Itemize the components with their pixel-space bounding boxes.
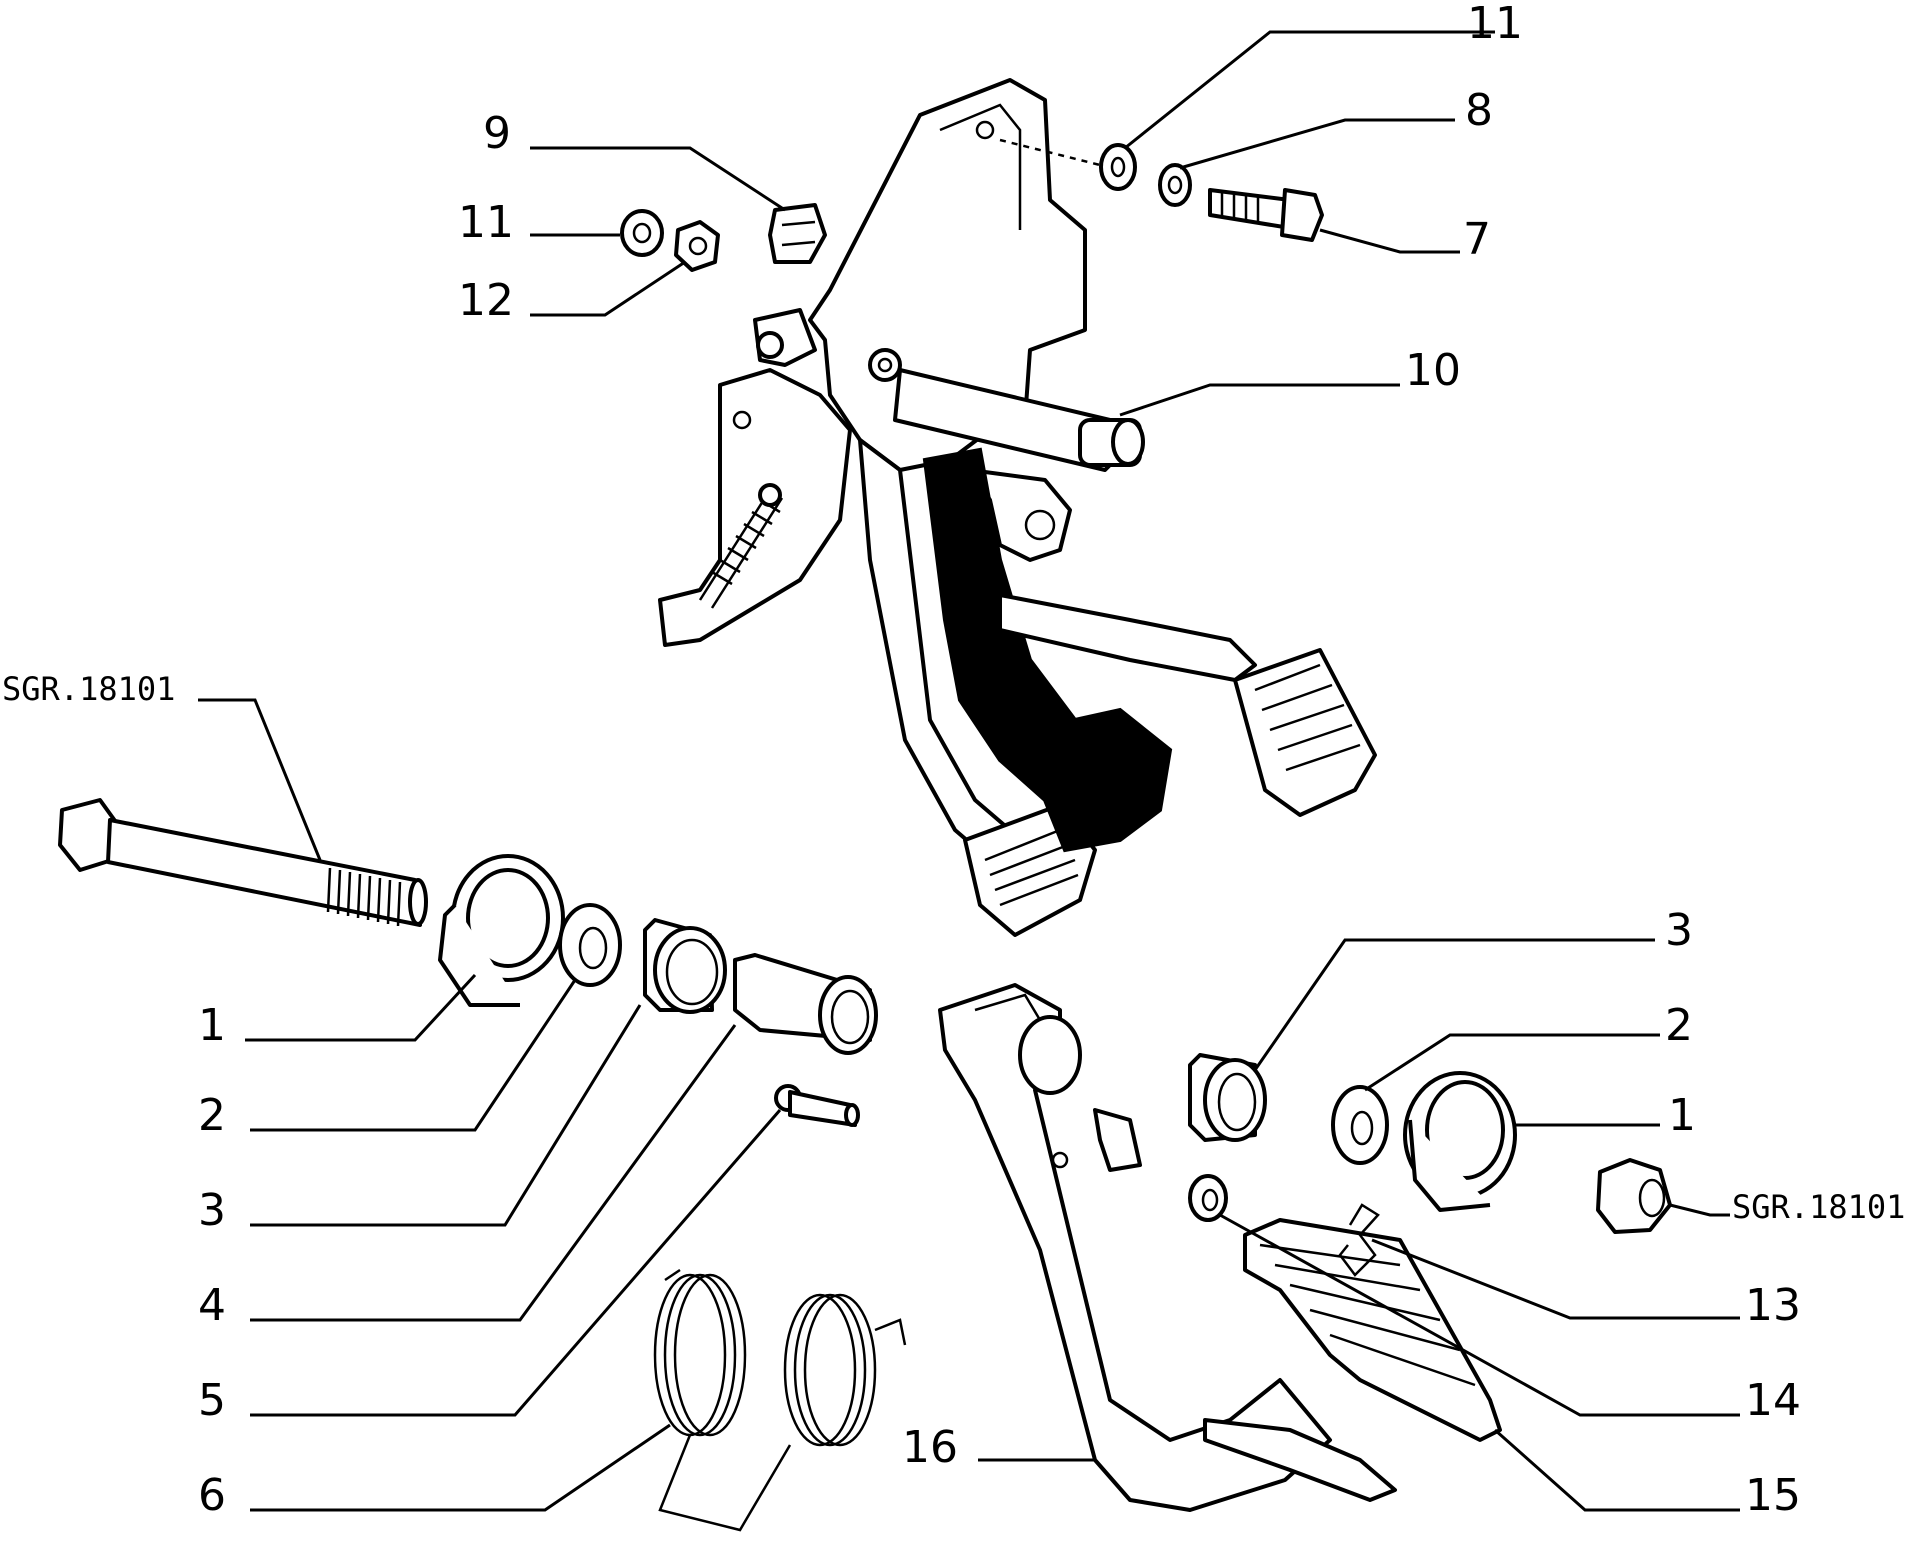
spacer-tube: [733, 953, 878, 1055]
callout-10: 10: [1405, 345, 1461, 396]
callout-4: 4: [198, 1280, 226, 1331]
washer-left: [558, 903, 622, 987]
pin: [774, 1084, 860, 1127]
clutch-pedal-arm: [922, 447, 1173, 853]
callout-11-top: 11: [1467, 0, 1523, 49]
callout-2-left: 2: [198, 1090, 226, 1141]
callout-3-left: 3: [198, 1185, 226, 1236]
callout-11-left: 11: [458, 197, 514, 248]
callout-3-right: 3: [1665, 905, 1693, 956]
callout-16: 16: [902, 1422, 958, 1473]
callout-15: 15: [1745, 1470, 1801, 1521]
callout-5: 5: [198, 1375, 226, 1426]
pedal-bracket-assembly: [658, 78, 1145, 647]
callout-labels: 11 8 9 11 7 12 10 SGR.18101 3 2 1 1 2 3 …: [2, 0, 1905, 1521]
callout-sgr-left: SGR.18101: [2, 670, 175, 708]
top-right-hardware: [999, 138, 1324, 242]
callout-1-left: 1: [198, 1000, 226, 1051]
callout-6: 6: [198, 1470, 226, 1521]
callout-1-right: 1: [1668, 1090, 1696, 1141]
bushing-left: [438, 854, 565, 1007]
return-springs: [653, 1268, 907, 1532]
right-side-hardware: [1188, 1053, 1672, 1277]
pedal-lever: [938, 983, 1397, 1512]
top-left-hardware: [620, 203, 827, 272]
callout-12: 12: [458, 275, 514, 326]
callout-sgr-right: SGR.18101: [1732, 1188, 1905, 1226]
callout-8: 8: [1465, 85, 1493, 136]
callout-7: 7: [1463, 214, 1491, 265]
flanged-bushing-left: [643, 918, 727, 1014]
long-bolt: [58, 798, 428, 927]
callout-2-right: 2: [1665, 1000, 1693, 1051]
leader-lines: [198, 30, 1740, 1512]
callout-14: 14: [1745, 1375, 1801, 1426]
callout-9: 9: [483, 108, 511, 159]
accelerator-pedal-arm: [998, 593, 1377, 817]
callout-13: 13: [1745, 1280, 1801, 1331]
